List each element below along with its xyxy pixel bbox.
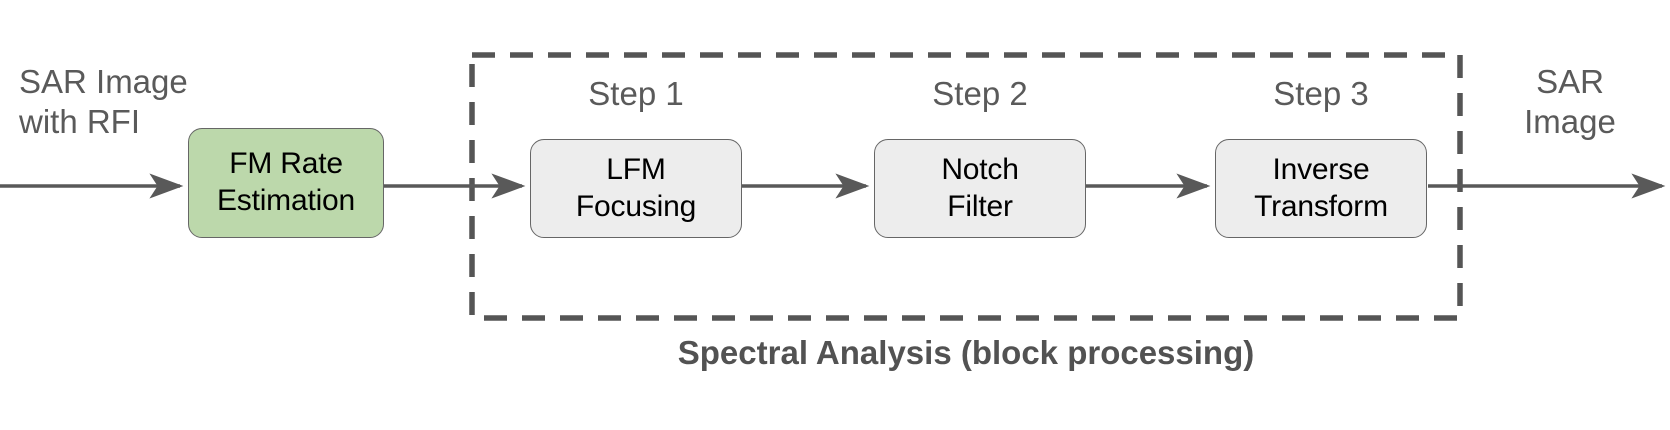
node-notch-filter[interactable]: Notch Filter: [874, 139, 1086, 238]
group-caption: Spectral Analysis (block processing): [677, 334, 1255, 371]
output-label: SAR Image: [1524, 63, 1616, 141]
node-inverse-transform[interactable]: Inverse Transform: [1215, 139, 1427, 238]
step-3-label: Step 3: [1273, 75, 1369, 112]
step-2-label: Step 2: [932, 75, 1028, 112]
step-1-label: Step 1: [588, 75, 684, 112]
node-fm-rate-estimation[interactable]: FM Rate Estimation: [188, 128, 384, 238]
input-label: SAR Image with RFI: [19, 63, 188, 141]
node-lfm-focusing[interactable]: LFM Focusing: [530, 139, 742, 238]
